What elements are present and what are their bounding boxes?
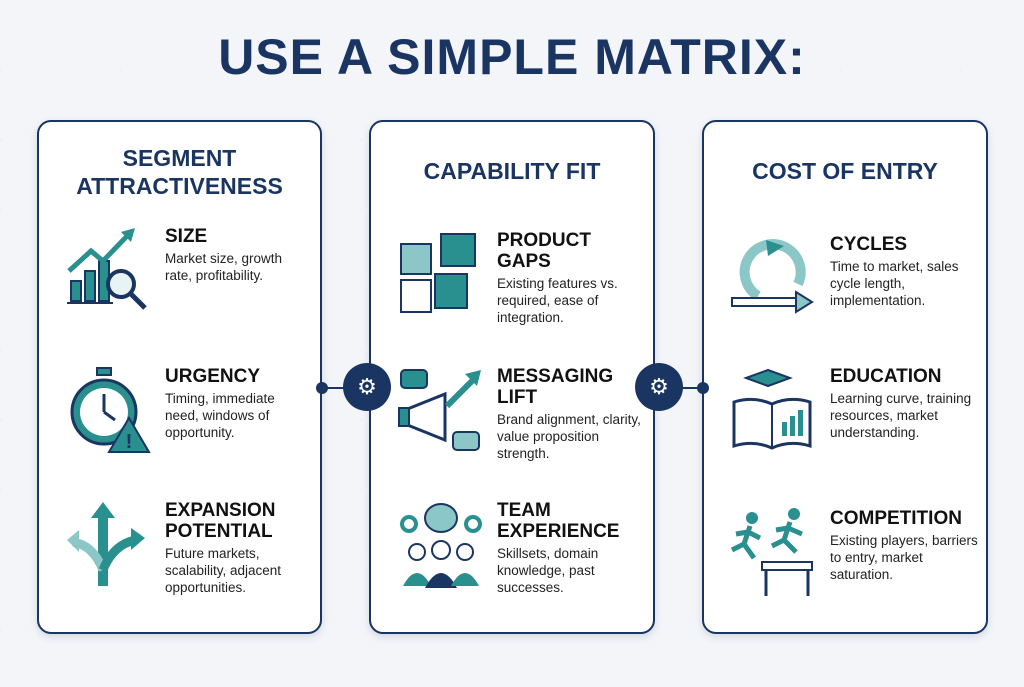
item-description: Time to market, sales cycle length, impl…: [830, 259, 959, 308]
heading-line: ATTRACTIVENESS: [76, 173, 283, 199]
item-description: Skillsets, domain knowledge, past succes…: [497, 546, 599, 595]
item-description: Existing features vs. required, ease of …: [497, 276, 618, 325]
stopwatch-warning-icon: !: [70, 367, 151, 453]
page-title: USE A SIMPLE MATRIX:: [218, 29, 806, 85]
item-title: URGENCY: [165, 366, 261, 387]
item-description: Timing, immediate need, windows of oppor…: [165, 391, 275, 440]
card-heading: COST OF ENTRY: [752, 158, 938, 184]
item-title: SIZE: [165, 226, 208, 247]
heading-line: SEGMENT: [122, 145, 237, 171]
title-line: LIFT: [497, 387, 538, 408]
title-line: POTENTIAL: [165, 521, 273, 542]
title-line: PRODUCT: [497, 230, 591, 251]
title-line: MESSAGING: [497, 366, 614, 387]
item-description: Learning curve, training resources, mark…: [830, 391, 972, 440]
gears-icon: ⚙: [635, 363, 683, 411]
item-description: Brand alignment, clarity, value proposit…: [497, 412, 641, 461]
connector-dot: [316, 382, 328, 394]
item-title: EDUCATION: [830, 366, 942, 387]
cycle-arrow-icon: [731, 239, 814, 314]
hurdle-runners-icon: [730, 508, 813, 596]
puzzle-icon: [400, 233, 476, 313]
title-line: EXPERIENCE: [497, 521, 620, 542]
cost-of-entry-card: COST OF ENTRY CYCLES Time to market, sale…: [702, 120, 988, 634]
team-brain-icon: [400, 503, 482, 588]
title-line: EXPANSION: [165, 500, 276, 521]
growth-chart-magnifier-icon: [67, 228, 147, 310]
svg-text:!: !: [126, 431, 133, 453]
item-title: COMPETITION: [830, 508, 962, 529]
book-graduation-icon: [732, 368, 812, 450]
branching-arrows-icon: [67, 502, 145, 586]
title-line: GAPS: [497, 251, 551, 272]
gears-icon: ⚙: [343, 363, 391, 411]
item-description: Market size, growth rate, profitability.: [165, 251, 283, 283]
title-line: TEAM: [497, 500, 551, 521]
megaphone-icon: [398, 369, 481, 451]
item-description: Existing players, barriers to entry, mar…: [830, 533, 978, 582]
connector-dot: [697, 382, 709, 394]
item-description: Future markets, scalability, adjacent op…: [165, 546, 282, 595]
item-title: CYCLES: [830, 234, 908, 255]
card-heading: CAPABILITY FIT: [423, 158, 601, 184]
